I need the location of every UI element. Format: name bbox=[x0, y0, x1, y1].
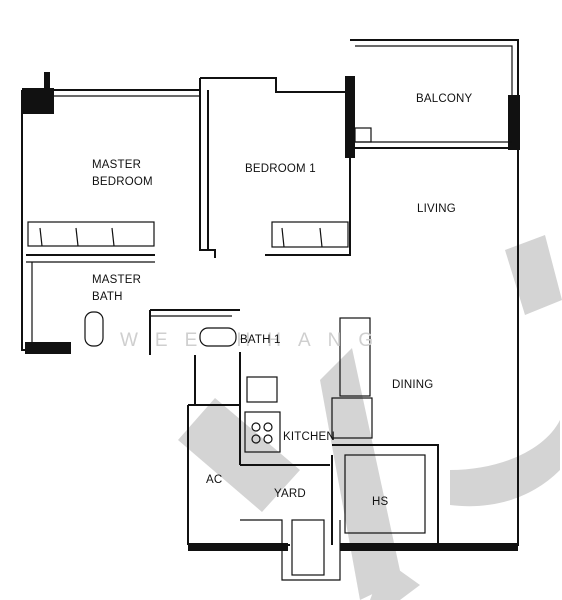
label-bedroom-1: BEDROOM 1 bbox=[245, 163, 316, 175]
sanitary-fixtures bbox=[84, 311, 273, 444]
room-labels: BALCONY MASTER BEDROOM BEDROOM 1 LIVING … bbox=[92, 93, 472, 508]
label-master-bedroom-line2: BEDROOM bbox=[92, 176, 153, 188]
structural-columns bbox=[22, 72, 520, 551]
label-living: LIVING bbox=[417, 203, 456, 215]
label-ac: AC bbox=[206, 474, 222, 486]
interior-walls bbox=[26, 78, 518, 581]
label-hs: HS bbox=[372, 496, 389, 508]
wardrobes bbox=[27, 221, 349, 248]
watermark-text: WEE HHANG bbox=[120, 330, 390, 351]
label-yard: YARD bbox=[274, 488, 306, 500]
label-master-bath-line1: MASTER bbox=[92, 274, 141, 286]
label-bath-1: BATH 1 bbox=[240, 334, 281, 346]
label-balcony: BALCONY bbox=[416, 93, 472, 105]
label-master-bedroom-line1: MASTER bbox=[92, 159, 141, 171]
label-kitchen: KITCHEN bbox=[283, 431, 335, 443]
label-dining: DINING bbox=[392, 379, 433, 391]
watermark-logo bbox=[178, 235, 562, 600]
label-master-bath-line2: BATH bbox=[92, 291, 123, 303]
